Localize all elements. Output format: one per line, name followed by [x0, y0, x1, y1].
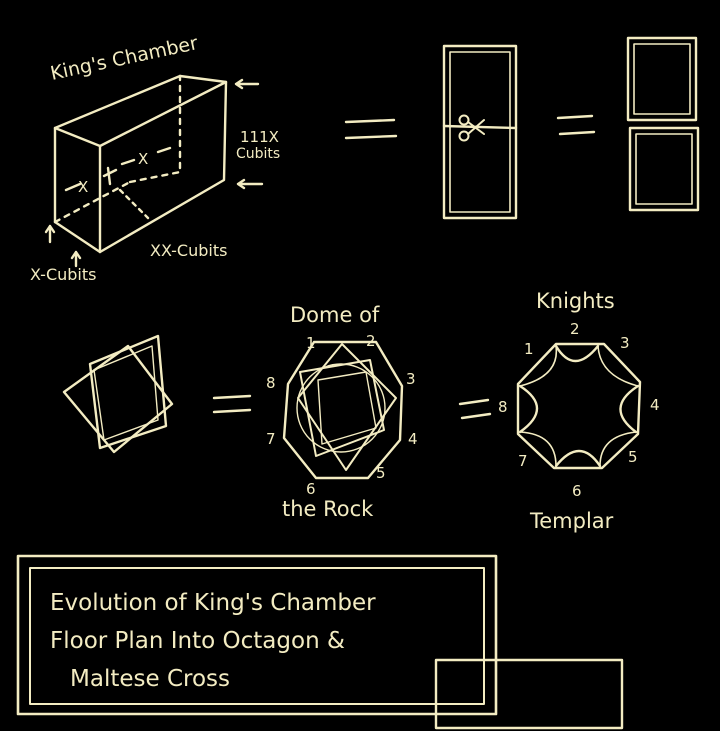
- caption-line-1: Evolution of King's Chamber: [50, 590, 376, 616]
- dome-title-line1: Dome of: [290, 303, 380, 327]
- cross-number: 5: [628, 448, 638, 466]
- templar-cross-octagon: [516, 342, 642, 470]
- cross-number: 3: [620, 334, 630, 352]
- equals-sign-1: [344, 118, 398, 140]
- cross-number: 1: [524, 340, 534, 358]
- dome-number: 1: [306, 334, 316, 352]
- x-cubits-label: X-Cubits: [30, 265, 96, 284]
- cross-number: 6: [572, 482, 582, 500]
- tall-rectangle: [442, 44, 518, 220]
- dome-number: 6: [306, 480, 316, 498]
- cross-number: 2: [570, 320, 580, 338]
- cross-number: 8: [498, 398, 508, 416]
- width-x-left-label: X: [78, 178, 88, 196]
- equals-sign-3: [212, 394, 252, 414]
- dome-number: 3: [406, 370, 416, 388]
- xx-cubits-label: XX-Cubits: [150, 241, 227, 260]
- cross-number: 4: [650, 396, 660, 414]
- equals-sign-2: [556, 114, 596, 136]
- width-x-right-label: X: [138, 150, 148, 168]
- templar-label: Templar: [529, 509, 614, 533]
- height-label: 111X: [240, 128, 279, 146]
- dimension-arrows: [44, 78, 264, 268]
- knights-label: Knights: [536, 289, 615, 313]
- eight-point-star: [62, 334, 174, 454]
- kings-chamber-box: [53, 74, 228, 254]
- dome-number: 5: [376, 464, 386, 482]
- dome-of-rock-octagon: [282, 340, 404, 480]
- dome-number: 8: [266, 374, 276, 392]
- caption-line-2: Floor Plan Into Octagon &: [50, 628, 345, 654]
- caption-frame: [16, 554, 624, 730]
- dome-number: 4: [408, 430, 418, 448]
- scissors-icon: [458, 114, 485, 142]
- cross-number: 7: [518, 452, 528, 470]
- dome-number: 7: [266, 430, 276, 448]
- equals-sign-4: [458, 398, 492, 420]
- dome-number: 2: [366, 332, 376, 350]
- dome-title-line2: the Rock: [282, 497, 374, 521]
- two-squares: [626, 36, 700, 212]
- caption-line-3: Maltese Cross: [70, 666, 230, 692]
- height-unit-label: Cubits: [236, 146, 280, 162]
